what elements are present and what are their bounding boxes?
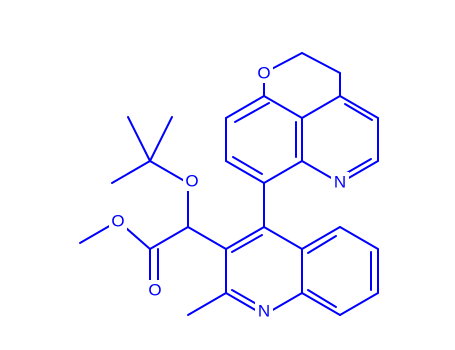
bond-line — [187, 292, 227, 316]
bond-line — [339, 292, 379, 316]
bond-line — [231, 234, 263, 253]
bond-line — [263, 226, 303, 250]
atom-N-ring: N — [331, 172, 349, 192]
atom-label-N-quinoline: N — [258, 302, 270, 321]
bond-line — [225, 95, 265, 119]
bond-line — [339, 226, 379, 250]
bond-line — [234, 102, 270, 123]
bond-line — [149, 160, 189, 184]
bond-line — [307, 235, 337, 254]
bond-line — [301, 95, 341, 119]
bond-line — [307, 289, 337, 308]
bond-line — [344, 158, 372, 175]
bond-line — [339, 95, 379, 119]
atom-label-O-carbonyl: O — [148, 281, 161, 300]
atom-label-O-tbutoxy: O — [185, 172, 198, 191]
bond-line — [225, 226, 265, 250]
bond-line — [301, 52, 341, 74]
bond-line — [187, 226, 227, 250]
bond-line — [225, 160, 265, 184]
atom-label-O-ester: O — [111, 212, 124, 231]
bond-line — [301, 292, 341, 316]
atom-label-layer: O N O O O N — [109, 63, 349, 321]
bond-line — [127, 116, 151, 162]
atom-label-N-ring: N — [334, 173, 346, 192]
bond-line — [111, 160, 151, 184]
bond-line — [263, 160, 303, 184]
atom-O-tbutoxy: O — [183, 171, 201, 191]
bond-line — [301, 226, 341, 250]
atom-O-carbonyl: O — [146, 280, 164, 300]
bond-line — [263, 95, 303, 119]
bond-line — [344, 103, 373, 121]
bond-line — [149, 226, 189, 250]
atom-O-ester: O — [109, 211, 127, 231]
bond-line — [232, 156, 263, 175]
atom-N-quinoline: N — [255, 301, 273, 321]
bond-line — [149, 116, 173, 162]
atom-label-O-ring: O — [257, 64, 270, 83]
atom-O-ring: O — [255, 63, 273, 83]
